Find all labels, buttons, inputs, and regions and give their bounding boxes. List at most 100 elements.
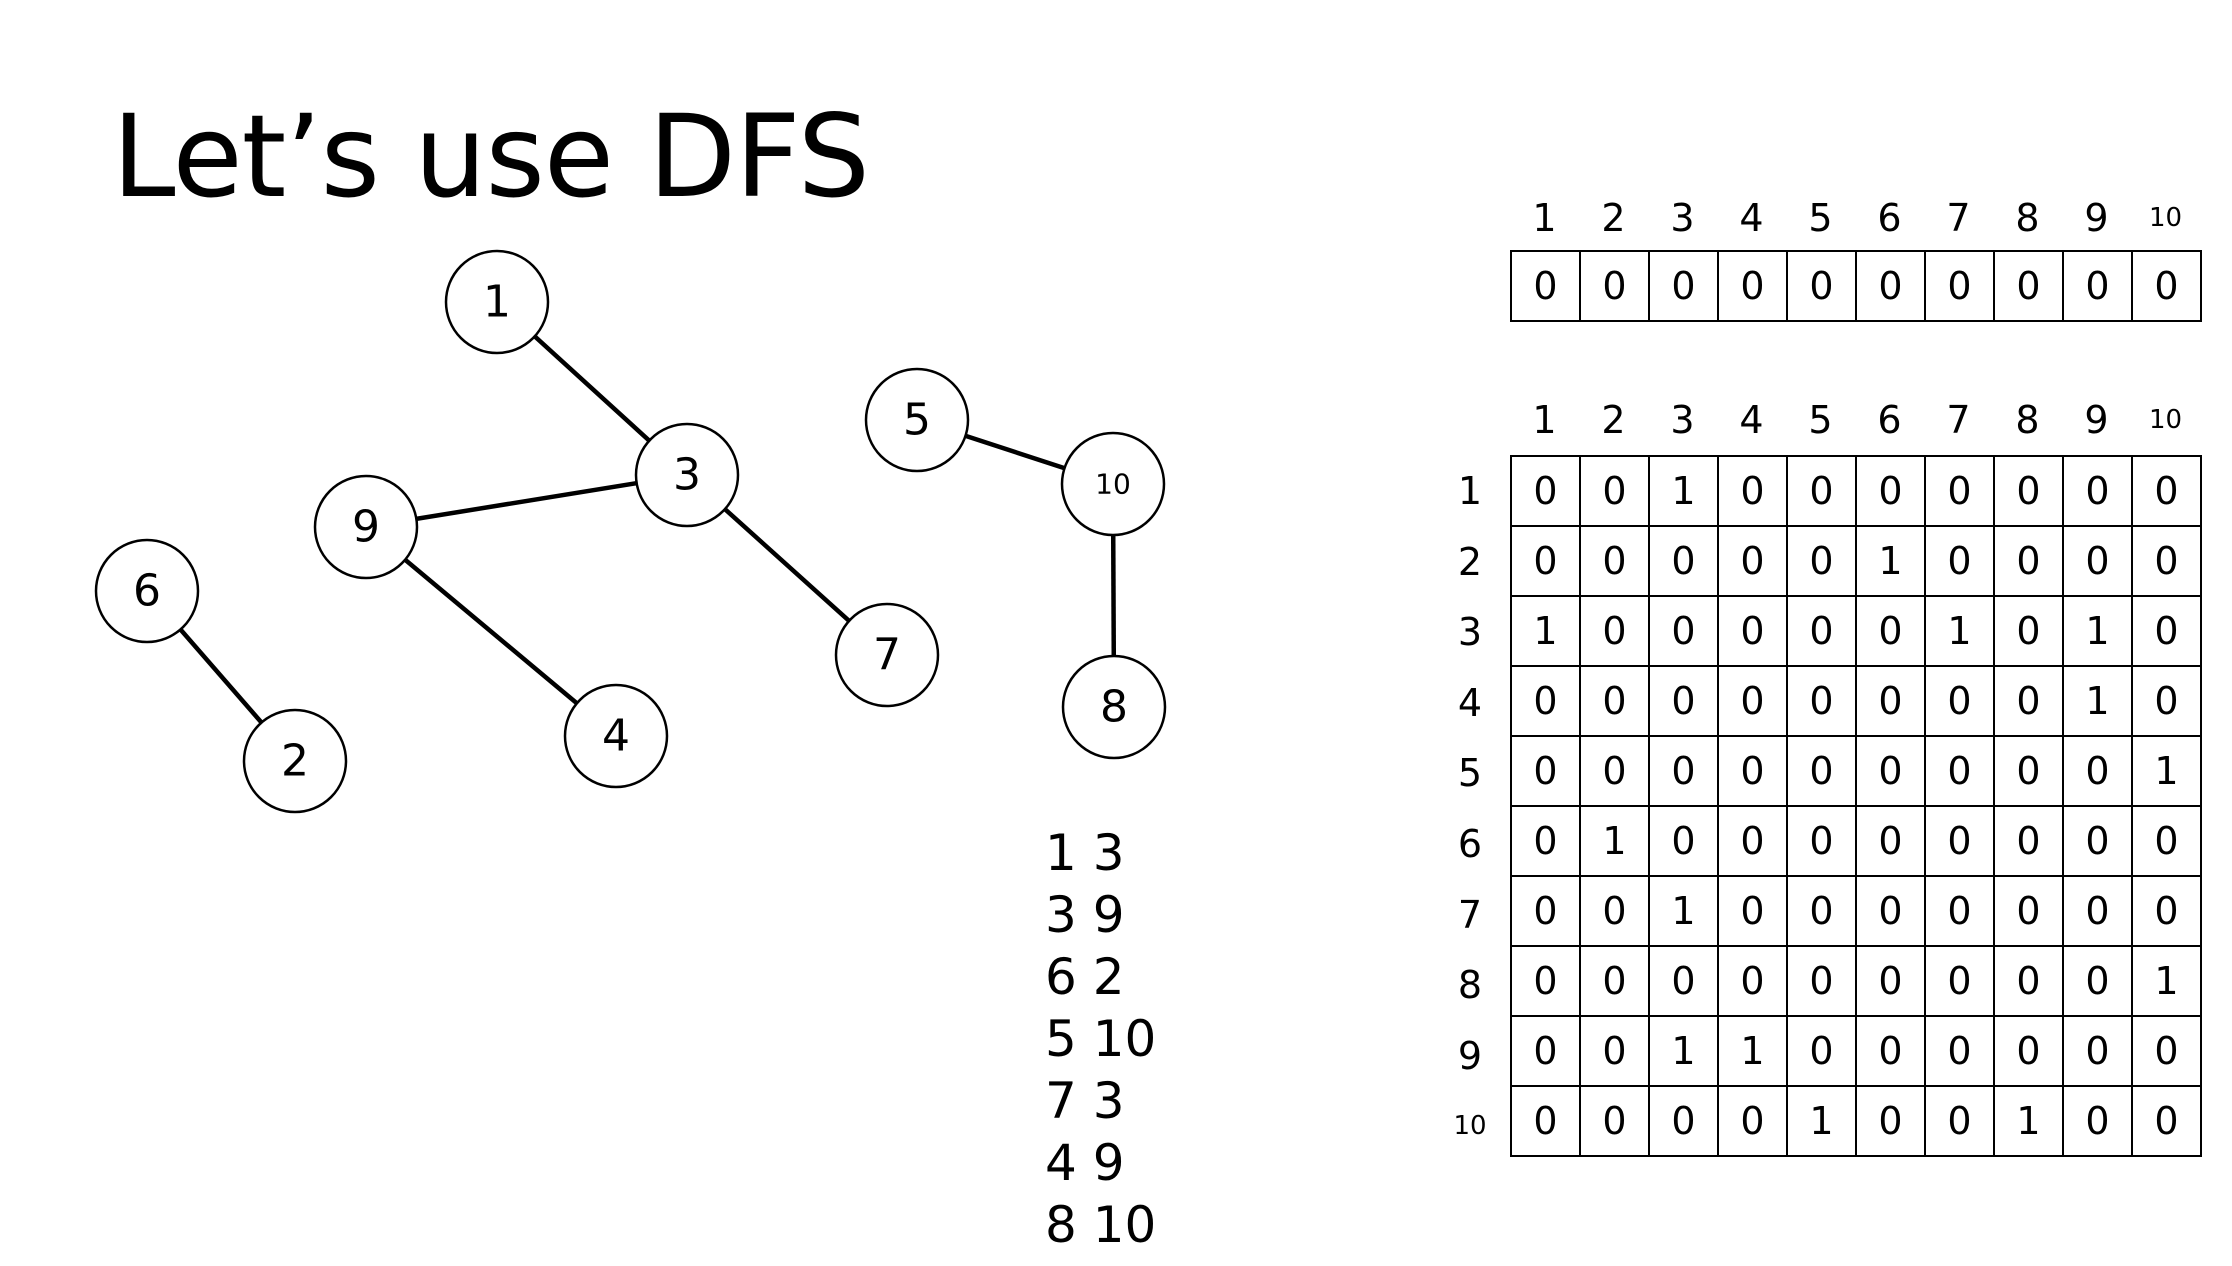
column-header: 3 xyxy=(1670,196,1695,240)
row-header: 1 xyxy=(1457,469,1483,513)
column-header: 1 xyxy=(1532,398,1557,442)
matrix-cell: 0 xyxy=(1717,945,1788,1017)
matrix-cell: 1 xyxy=(2131,945,2202,1017)
matrix-cell: 0 xyxy=(1648,735,1719,807)
column-header: 10 xyxy=(2148,203,2183,233)
matrix-cell: 0 xyxy=(1993,875,2064,947)
matrix-cell: 0 xyxy=(2062,1085,2133,1157)
matrix-cell: 0 xyxy=(1993,805,2064,877)
matrix-cell: 0 xyxy=(1717,735,1788,807)
matrix-cell: 0 xyxy=(1717,595,1788,667)
matrix-cell: 0 xyxy=(2131,595,2202,667)
graph-node-label: 7 xyxy=(873,630,901,681)
matrix-cell: 0 xyxy=(2062,525,2133,597)
matrix-cell: 1 xyxy=(2131,735,2202,807)
matrix-cell: 0 xyxy=(1717,1085,1788,1157)
edge-list-item: 8 10 xyxy=(1045,1196,1157,1254)
matrix-cell: 0 xyxy=(1993,1015,2064,1087)
matrix-cell: 0 xyxy=(1579,735,1650,807)
column-header: 1 xyxy=(1532,196,1557,240)
visited-cell: 0 xyxy=(1855,250,1926,322)
matrix-cell: 1 xyxy=(1648,1015,1719,1087)
matrix-cell: 0 xyxy=(1648,945,1719,1017)
matrix-cell: 1 xyxy=(1579,805,1650,877)
column-header: 9 xyxy=(2084,196,2109,240)
visited-cell: 0 xyxy=(1648,250,1719,322)
column-header: 2 xyxy=(1601,398,1626,442)
column-header: 7 xyxy=(1946,196,1971,240)
matrix-cell: 0 xyxy=(1717,805,1788,877)
graph-node-label: 1 xyxy=(483,277,511,328)
graph-node-label: 8 xyxy=(1100,682,1128,733)
matrix-cell: 1 xyxy=(2062,665,2133,737)
matrix-cell: 1 xyxy=(1510,595,1581,667)
matrix-cell: 0 xyxy=(2131,875,2202,947)
matrix-cell: 0 xyxy=(1717,665,1788,737)
column-header: 5 xyxy=(1808,196,1833,240)
column-header: 4 xyxy=(1739,196,1764,240)
matrix-cell: 1 xyxy=(1648,455,1719,527)
graph-node-6: 6 xyxy=(94,538,200,644)
matrix-cell: 0 xyxy=(1786,875,1857,947)
matrix-cell: 0 xyxy=(1648,665,1719,737)
column-header: 9 xyxy=(2084,398,2109,442)
graph-edge-3-9 xyxy=(365,472,688,530)
matrix-cell: 1 xyxy=(1924,595,1995,667)
matrix-cell: 0 xyxy=(1855,945,1926,1017)
graph-node-label: 10 xyxy=(1095,468,1131,501)
graph-node-label: 2 xyxy=(281,736,309,787)
matrix-cell: 1 xyxy=(2062,595,2133,667)
matrix-cell: 0 xyxy=(1993,735,2064,807)
graph-node-2: 2 xyxy=(242,708,348,814)
column-header: 3 xyxy=(1670,398,1695,442)
matrix-cell: 0 xyxy=(1855,805,1926,877)
graph-node-7: 7 xyxy=(834,602,940,708)
matrix-cell: 0 xyxy=(1579,875,1650,947)
matrix-cell: 0 xyxy=(2062,875,2133,947)
matrix-cell: 0 xyxy=(2062,945,2133,1017)
visited-cell: 0 xyxy=(2062,250,2133,322)
matrix-cell: 0 xyxy=(1924,525,1995,597)
visited-cell: 0 xyxy=(1510,250,1581,322)
row-header: 5 xyxy=(1457,751,1483,796)
visited-cell: 0 xyxy=(1993,250,2064,322)
graph-node-1: 1 xyxy=(444,249,550,355)
row-header: 4 xyxy=(1457,680,1483,725)
matrix-cell: 0 xyxy=(1648,525,1719,597)
matrix-cell: 0 xyxy=(1510,525,1581,597)
matrix-cell: 0 xyxy=(1510,1085,1581,1157)
graph-node-4: 4 xyxy=(563,683,669,789)
visited-cell: 0 xyxy=(1579,250,1650,322)
matrix-cell: 0 xyxy=(1510,875,1581,947)
edge-list-item: 7 3 xyxy=(1045,1072,1125,1130)
matrix-cell: 0 xyxy=(1993,455,2064,527)
graph-node-9: 9 xyxy=(313,474,419,580)
row-header: 3 xyxy=(1457,610,1483,655)
matrix-cell: 0 xyxy=(1786,595,1857,667)
graph-node-3: 3 xyxy=(634,422,740,528)
row-header: 10 xyxy=(1453,1111,1487,1142)
matrix-cell: 0 xyxy=(1924,945,1995,1017)
visited-cell: 0 xyxy=(1717,250,1788,322)
matrix-cell: 0 xyxy=(1510,735,1581,807)
column-header: 5 xyxy=(1808,398,1833,442)
matrix-cell: 0 xyxy=(1993,595,2064,667)
row-header: 7 xyxy=(1457,892,1483,937)
matrix-cell: 0 xyxy=(1924,805,1995,877)
column-header: 7 xyxy=(1946,398,1971,442)
matrix-cell: 1 xyxy=(1993,1085,2064,1157)
matrix-cell: 0 xyxy=(1855,1085,1926,1157)
matrix-cell: 0 xyxy=(1579,1015,1650,1087)
matrix-cell: 0 xyxy=(1579,525,1650,597)
matrix-cell: 0 xyxy=(1786,735,1857,807)
matrix-cell: 1 xyxy=(1786,1085,1857,1157)
matrix-cell: 0 xyxy=(1579,665,1650,737)
